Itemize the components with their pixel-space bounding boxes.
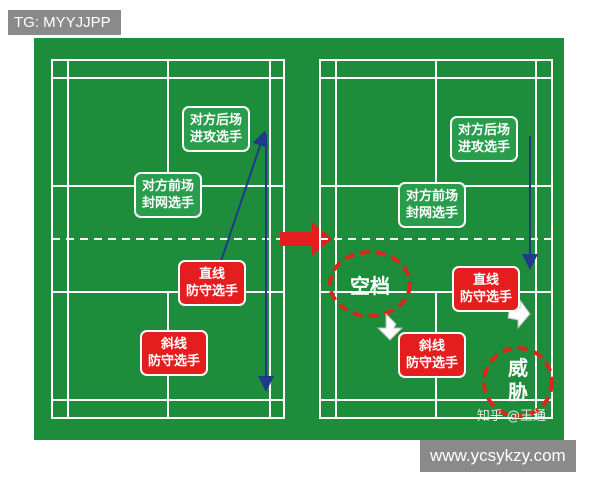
smash-cross-arrow xyxy=(219,130,268,265)
diagram-board: 对方后场进攻选手 对方前场封网选手 直线防守选手 斜线防守选手 对方后场进攻选手… xyxy=(34,38,564,440)
watermark: 知乎 @王通 xyxy=(476,409,546,424)
left-rear-attacker-label: 对方后场进攻选手 xyxy=(182,106,251,152)
right-court-lines xyxy=(319,59,553,419)
right-straight-defender-label: 直线防守选手 xyxy=(452,266,521,312)
threat-label: 威胁 xyxy=(508,356,528,404)
court-lines xyxy=(51,59,554,419)
left-court-lines xyxy=(51,59,285,419)
gap-label: 空档 xyxy=(350,274,390,298)
left-cross-defender-label: 斜线防守选手 xyxy=(140,330,209,376)
right-front-net-label: 对方前场封网选手 xyxy=(398,182,467,228)
left-straight-defender-label: 直线防守选手 xyxy=(178,260,247,306)
cross-move-arrow xyxy=(376,312,404,341)
right-cross-defender-label: 斜线防守选手 xyxy=(398,332,467,378)
left-front-net-label: 对方前场封网选手 xyxy=(134,172,203,218)
right-rear-attacker-label: 对方后场进攻选手 xyxy=(450,116,519,162)
threat-circle xyxy=(482,346,554,418)
tg-tag: TG: MYYJJPP xyxy=(8,10,121,35)
gap-circle xyxy=(328,250,412,318)
site-url: www.ycsykzy.com xyxy=(420,440,576,472)
